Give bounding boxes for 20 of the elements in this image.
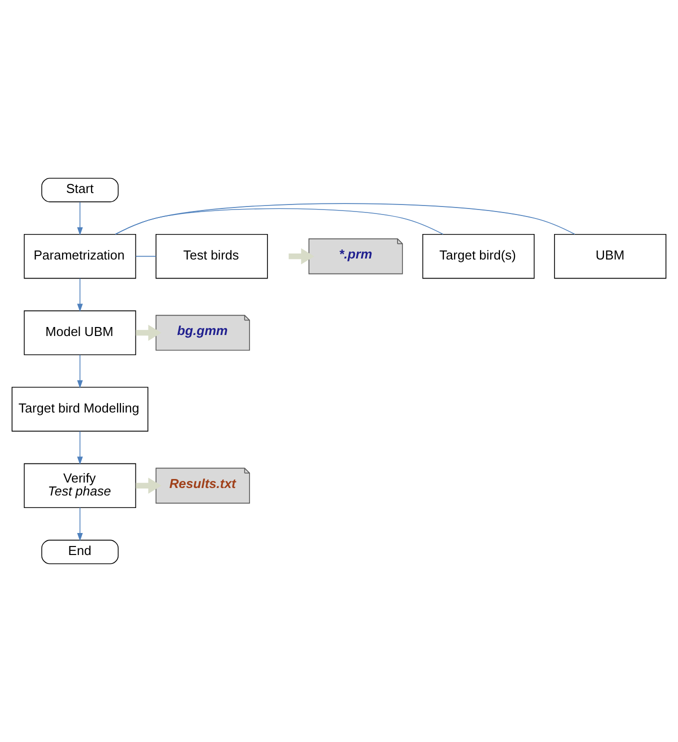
node-box: End (41, 540, 119, 564)
node-box: Parametrization (24, 234, 136, 279)
arrow (77, 202, 83, 236)
node-box: Start (41, 178, 119, 202)
node-box: Verify Test phase (24, 463, 136, 508)
node-box: Test birds (156, 234, 268, 279)
connector (135, 256, 156, 257)
arrow (77, 430, 83, 465)
node-box: UBM (554, 234, 666, 279)
arrow (136, 324, 162, 341)
arrow (288, 248, 314, 264)
node-box: Target bird(s) (422, 234, 535, 279)
node-box: Model UBM (24, 310, 136, 356)
arrow (77, 354, 83, 388)
arrow (77, 278, 83, 312)
arrow (136, 478, 162, 494)
connector (114, 208, 444, 235)
connector (114, 203, 576, 235)
arrow (77, 507, 83, 542)
node-box: Target bird Modelling (12, 386, 148, 432)
